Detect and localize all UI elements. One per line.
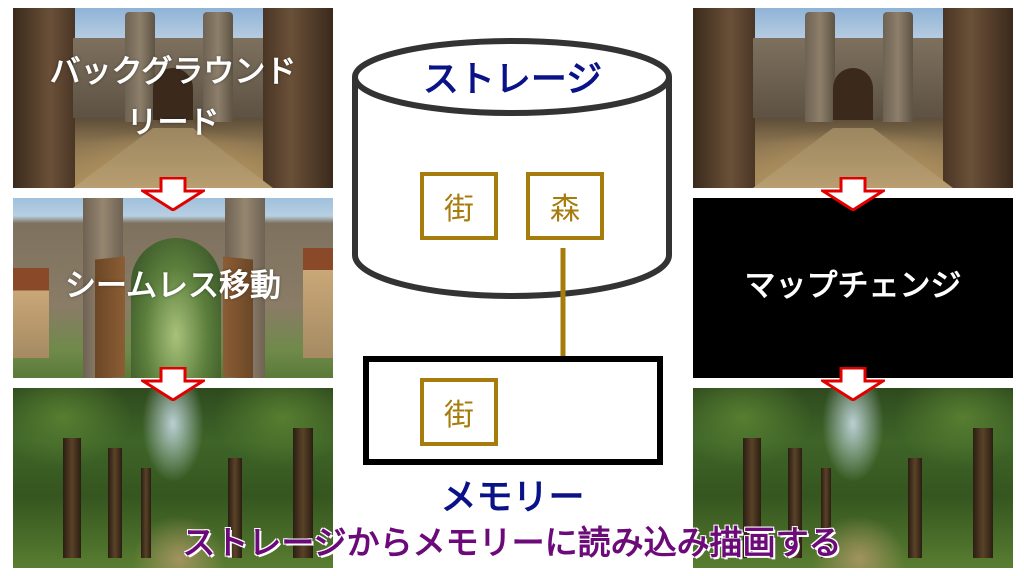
scene-house: [303, 248, 333, 358]
scene-tree: [63, 438, 81, 558]
scene-gate: [153, 68, 193, 120]
storage-cylinder-body: [352, 77, 672, 299]
panel-map-change: マップチェンジ: [693, 198, 1013, 378]
panel-forest: [13, 388, 333, 568]
scene-tree: [908, 458, 922, 558]
scene-house: [693, 8, 755, 188]
scene-tower: [125, 12, 155, 122]
cylinder-graphic: [352, 38, 672, 388]
scene-tower: [883, 12, 913, 122]
scene-canopy: [213, 388, 333, 468]
scene-tree: [743, 438, 761, 558]
panel-label: バックグラウンド: [49, 54, 297, 90]
scene-canopy: [893, 388, 1013, 468]
scene-tree: [821, 468, 831, 558]
scene-tree: [108, 448, 122, 558]
down-arrow-icon: [141, 367, 205, 401]
panel-town: [693, 8, 1013, 188]
storage-memory-diagram: ストレージ 街 森 街 メモリー: [340, 0, 685, 576]
panel-background-read: バックグラウンド リード: [13, 8, 333, 188]
scene-tree: [228, 458, 242, 558]
panel-label: マップチェンジ: [744, 268, 962, 304]
panel-seamless-move: シームレス移動: [13, 198, 333, 378]
scene-tree: [788, 448, 802, 558]
scene-tree: [293, 428, 313, 558]
scene-tree: [141, 468, 151, 558]
memory-box: [363, 356, 663, 465]
scene-house: [13, 268, 49, 358]
panel-forest: [693, 388, 1013, 568]
scene-tree: [973, 428, 993, 558]
scene-archway: [131, 238, 221, 378]
caption: ストレージからメモリーに読み込み描画する: [182, 523, 842, 562]
scene-house: [13, 8, 75, 188]
scene-house: [943, 8, 1013, 188]
memory-title: メモリー: [440, 477, 585, 518]
storage-item-town: 街: [420, 172, 498, 240]
scene-gate: [833, 68, 873, 120]
storage-title: ストレージ: [422, 59, 603, 100]
memory-item-town: 街: [420, 378, 498, 446]
panel-label: リード: [126, 105, 220, 141]
down-arrow-icon: [141, 177, 205, 211]
down-arrow-icon: [821, 367, 885, 401]
down-arrow-icon: [821, 177, 885, 211]
storage-cylinder-top: [352, 38, 672, 116]
scene-tower: [203, 12, 233, 122]
scene-tower: [805, 12, 835, 122]
scene-house: [263, 8, 333, 188]
storage-item-forest: 森: [526, 172, 604, 240]
panel-label: シームレス移動: [64, 268, 282, 304]
